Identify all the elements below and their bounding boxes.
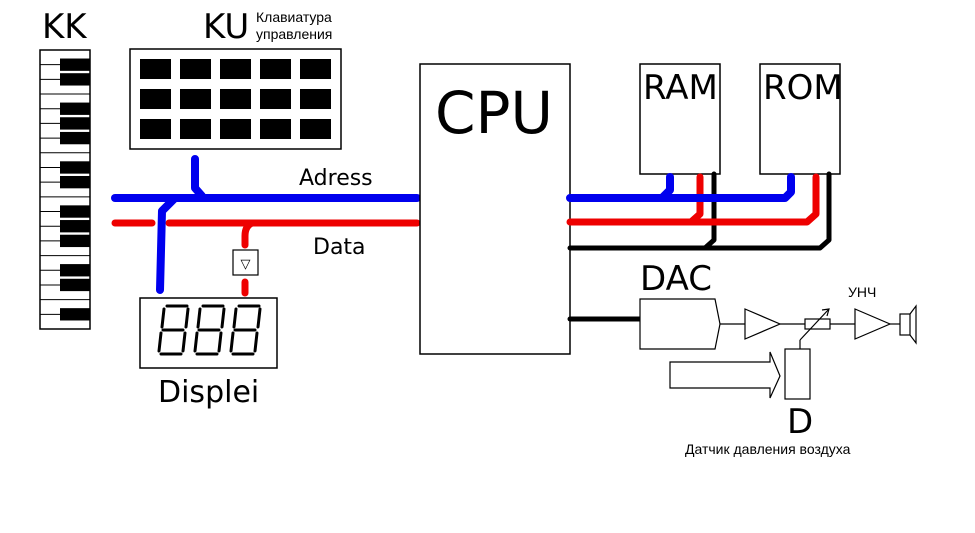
left-buses bbox=[111, 155, 421, 297]
black-key bbox=[60, 161, 90, 174]
segment bbox=[229, 331, 235, 353]
ku-keys bbox=[140, 59, 331, 139]
ku-key bbox=[180, 89, 211, 109]
data-to-buffer-line bbox=[241, 219, 256, 249]
speaker-body-icon bbox=[899, 313, 911, 336]
kk-block: KK bbox=[39, 7, 91, 330]
cpu-block: CPU bbox=[419, 63, 571, 355]
black-key bbox=[60, 102, 90, 115]
segment bbox=[157, 331, 163, 353]
segment bbox=[160, 307, 166, 329]
black-key bbox=[60, 58, 90, 71]
seven-segment-digit bbox=[229, 304, 262, 356]
segment bbox=[193, 331, 199, 353]
ku-key bbox=[140, 59, 171, 79]
ram-block: RAM bbox=[639, 63, 721, 175]
segment bbox=[256, 307, 262, 329]
address-to-display-line bbox=[156, 194, 179, 294]
address-bus-ram bbox=[566, 173, 674, 202]
ku-key bbox=[260, 59, 291, 79]
black-key bbox=[60, 131, 90, 145]
audio-chain bbox=[669, 304, 917, 400]
ku-key bbox=[220, 89, 251, 109]
buffer-triangle-icon: ▽ bbox=[241, 257, 251, 272]
seven-segment-digit bbox=[157, 304, 190, 356]
segment bbox=[220, 307, 226, 329]
black-key bbox=[60, 117, 90, 130]
display-block: Displei bbox=[139, 297, 278, 410]
ku-caption-line1: Клавиатура bbox=[256, 9, 332, 25]
control-line-ram bbox=[567, 171, 717, 251]
ku-key bbox=[180, 119, 211, 139]
address-bus-label: Adress bbox=[299, 166, 373, 191]
seven-segment-digits bbox=[157, 304, 262, 356]
buffer-block: ▽ bbox=[232, 249, 259, 276]
black-key bbox=[60, 264, 90, 277]
arrow-head-icon bbox=[821, 308, 830, 317]
display-label: Displei bbox=[158, 375, 259, 410]
segment bbox=[232, 307, 238, 329]
ku-key bbox=[300, 89, 331, 109]
ku-key bbox=[220, 59, 251, 79]
cpu-frame bbox=[419, 63, 571, 355]
piano-keys bbox=[40, 58, 90, 321]
ku-key bbox=[300, 59, 331, 79]
black-key bbox=[60, 308, 90, 321]
speaker-cone-icon bbox=[909, 304, 917, 345]
dac-label: DAC bbox=[640, 259, 712, 299]
ku-key bbox=[220, 119, 251, 139]
ku-block: KU Клавиатура управления bbox=[129, 7, 342, 150]
kk-label: KK bbox=[42, 7, 88, 47]
ku-key bbox=[300, 119, 331, 139]
dac-block: DAC bbox=[639, 259, 721, 350]
dac-shape bbox=[639, 298, 721, 350]
seven-segment-digit bbox=[193, 304, 226, 356]
buffer-frame bbox=[232, 249, 259, 276]
ku-key bbox=[140, 119, 171, 139]
segment bbox=[196, 307, 202, 329]
rom-frame bbox=[759, 63, 841, 175]
amplifier-label: УНЧ bbox=[848, 284, 876, 300]
pressure-sensor-frame bbox=[784, 348, 811, 400]
power-amp-triangle-icon bbox=[854, 308, 892, 340]
data-bus-rom bbox=[687, 173, 820, 226]
segment bbox=[217, 331, 223, 353]
cpu-label: CPU bbox=[435, 79, 553, 147]
air-flow-arrow-icon bbox=[669, 351, 781, 399]
ram-label: RAM bbox=[643, 68, 718, 108]
black-key bbox=[60, 205, 90, 218]
black-key bbox=[60, 175, 90, 189]
ku-key bbox=[180, 59, 211, 79]
sensor-label: D bbox=[787, 402, 813, 442]
rom-block: ROM bbox=[759, 63, 843, 175]
control-line-rom bbox=[702, 171, 832, 251]
ku-key bbox=[260, 89, 291, 109]
variable-resistor-arrow-icon bbox=[799, 308, 830, 341]
ram-frame bbox=[639, 63, 721, 175]
data-bus-label: Data bbox=[313, 235, 366, 260]
ku-label: KU bbox=[203, 7, 249, 47]
rom-label: ROM bbox=[763, 68, 843, 108]
black-key bbox=[60, 278, 90, 292]
preamp-triangle-icon bbox=[744, 308, 782, 340]
ku-to-address-line bbox=[191, 155, 206, 200]
black-key bbox=[60, 73, 90, 86]
ku-key bbox=[260, 119, 291, 139]
segment bbox=[253, 331, 259, 353]
black-key bbox=[60, 220, 90, 233]
black-key bbox=[60, 234, 90, 248]
sensor-caption: Датчик давления воздуха bbox=[685, 441, 851, 457]
address-bus-rom bbox=[658, 173, 795, 202]
ku-caption-line2: управления bbox=[256, 26, 332, 42]
right-buses bbox=[566, 171, 832, 322]
segment bbox=[181, 331, 187, 353]
ku-key bbox=[140, 89, 171, 109]
segment bbox=[184, 307, 190, 329]
